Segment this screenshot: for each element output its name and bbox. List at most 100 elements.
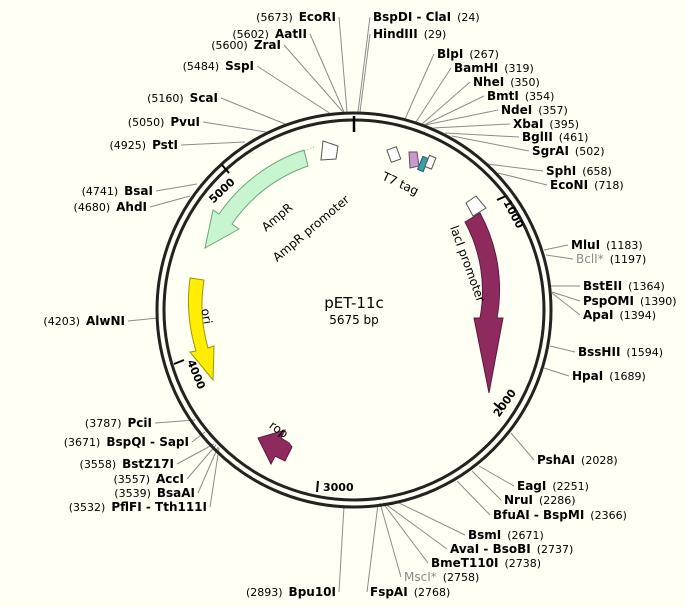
- site-label-bsteii[interactable]: BstEII(1364): [583, 279, 665, 293]
- site-name: BssHII: [578, 345, 620, 359]
- site-name: BmeT110I: [431, 556, 499, 570]
- feature-laci[interactable]: [464, 212, 504, 394]
- site-label-eagi[interactable]: EagI(2251): [517, 479, 589, 493]
- site-label-bsshii[interactable]: BssHII(1594): [578, 345, 663, 359]
- leader-bstz17i: [176, 443, 215, 465]
- site-name: NdeI: [501, 103, 532, 117]
- tick-4000: [173, 359, 185, 365]
- site-position: (1183): [606, 239, 643, 252]
- site-label-bglii[interactable]: BglII(461): [522, 130, 588, 144]
- site-position: (4741): [82, 185, 119, 198]
- site-label-acci[interactable]: (3557)AccI: [113, 472, 184, 486]
- site-position: (3557): [113, 473, 150, 486]
- site-name: AvaI - BsoBI: [450, 542, 531, 556]
- site-label-bamhi[interactable]: BamHI(319): [454, 61, 534, 75]
- site-name: AatII: [275, 27, 307, 41]
- site-label-bfuai[interactable]: BfuAI - BspMI(2366): [493, 508, 627, 522]
- leader-pshai: [510, 432, 535, 461]
- site-name: BmtI: [487, 89, 519, 103]
- site-label-psti[interactable]: (4925)PstI: [109, 138, 178, 152]
- leader-bmet110i: [382, 502, 429, 564]
- site-name: BsmI: [468, 528, 501, 542]
- laci-arrow: [464, 212, 504, 394]
- tick-label-1000: 1000: [500, 198, 526, 231]
- site-label-fspai[interactable]: FspAI(2768): [370, 585, 450, 599]
- site-label-scai[interactable]: (5160) ScaI: [147, 91, 218, 105]
- feature-ori[interactable]: [187, 277, 215, 382]
- label-ori: ori: [198, 307, 214, 325]
- site-label-pvui[interactable]: (5050)PvuI: [128, 115, 200, 129]
- site-name: AhdI: [116, 200, 147, 214]
- site-position: (2738): [505, 557, 542, 570]
- site-name: ScaI: [190, 91, 218, 105]
- site-label-pspomi[interactable]: PspOMI(1390): [583, 294, 677, 308]
- t7-tag-arrow: [408, 151, 420, 169]
- leader-pflfi: [209, 447, 220, 508]
- site-position: (357): [538, 104, 568, 117]
- site-label-mlui[interactable]: MluI (1183): [571, 238, 643, 252]
- tick-label-3000: 3000: [323, 481, 354, 494]
- site-label-nhei[interactable]: NheI(350): [473, 75, 540, 89]
- leader-scai: [220, 97, 286, 125]
- site-label-bsai[interactable]: (4741) BsaI: [82, 184, 153, 198]
- site-label-ahdi[interactable]: (4680)AhdI: [74, 200, 147, 214]
- site-label-hindiii[interactable]: HindIII(29): [373, 27, 446, 41]
- feature-ampr-promoter[interactable]: [301, 140, 339, 161]
- site-name: EcoRI: [299, 10, 336, 24]
- site-label-hpai[interactable]: HpaI(1689): [572, 369, 646, 383]
- site-position: (3532): [69, 501, 106, 514]
- site-label-msci[interactable]: MscI*(2758): [404, 570, 479, 584]
- leader-bspdi: [357, 16, 371, 113]
- site-label-econi[interactable]: EcoNI(718): [550, 178, 624, 192]
- site-label-sphi[interactable]: SphI(658): [546, 164, 612, 178]
- site-name: PstI: [152, 138, 178, 152]
- site-name: PshAI: [537, 453, 575, 467]
- site-label-bpu10i[interactable]: (2893)Bpu10I: [246, 585, 336, 599]
- site-name: EagI: [517, 479, 546, 493]
- site-label-bmti[interactable]: BmtI(354): [487, 89, 554, 103]
- leader-hindiii: [359, 33, 371, 113]
- site-name: MluI: [571, 238, 600, 252]
- site-label-bspqi[interactable]: (3671)BspQI - SapI: [64, 435, 189, 449]
- site-label-zrai[interactable]: (5600)ZraI: [211, 38, 281, 52]
- site-label-bcli[interactable]: BclI*(1197): [576, 252, 646, 266]
- site-name: BsaI: [124, 184, 153, 198]
- site-label-sspi[interactable]: (5484)SspI: [183, 59, 254, 73]
- feature-t7-tag[interactable]: [386, 146, 437, 173]
- site-label-apai[interactable]: ApaI(1394): [583, 308, 656, 322]
- site-label-sgrai[interactable]: SgrAI (502): [532, 144, 605, 158]
- site-label-xbai[interactable]: XbaI(395): [513, 117, 579, 131]
- site-label-blpi[interactable]: BlpI(267): [437, 47, 499, 61]
- site-label-ecori[interactable]: (5673)EcoRI: [256, 10, 336, 24]
- feature-laci-promoter[interactable]: [465, 195, 487, 217]
- site-name: BspDI - ClaI: [373, 10, 451, 24]
- site-label-pflfi[interactable]: (3532)PflFI - Tth111I: [69, 500, 207, 514]
- site-label-bsaai[interactable]: (3539) BsaAI: [114, 486, 195, 500]
- site-position: (718): [594, 179, 624, 192]
- site-position: (5160): [147, 92, 184, 105]
- site-label-bsmi[interactable]: BsmI(2671): [468, 528, 544, 542]
- tick-2000: [493, 402, 503, 411]
- feature-ampr[interactable]: [204, 149, 309, 249]
- leader-msci: [379, 502, 402, 578]
- site-position: (502): [575, 145, 605, 158]
- feature-rop[interactable]: [257, 429, 293, 466]
- leader-pspomi: [551, 291, 581, 302]
- site-label-ndei[interactable]: NdeI (357): [501, 103, 568, 117]
- site-label-aatii[interactable]: (5602)AatII: [232, 27, 307, 41]
- site-label-pshai[interactable]: PshAI(2028): [537, 453, 618, 467]
- site-name: SspI: [225, 59, 254, 73]
- site-name: SgrAI: [532, 144, 569, 158]
- leader-nhei: [421, 81, 471, 125]
- site-label-avai[interactable]: AvaI - BsoBI(2737): [450, 542, 573, 556]
- site-label-nrui[interactable]: NruI(2286): [504, 493, 576, 507]
- site-label-bmet110i[interactable]: BmeT110I (2738): [431, 556, 541, 570]
- leader-blpi: [404, 53, 435, 120]
- site-label-bstz17i[interactable]: (3558)BstZ17I: [80, 457, 174, 471]
- site-label-alwni[interactable]: (4203)AlwNI: [43, 314, 125, 328]
- site-position: (3539): [114, 487, 151, 500]
- leader-bglii: [444, 132, 520, 138]
- site-label-bspdi[interactable]: BspDI - ClaI(24): [373, 10, 480, 24]
- site-label-pcii[interactable]: (3787)PciI: [85, 416, 152, 430]
- site-name: BsaAI: [157, 486, 195, 500]
